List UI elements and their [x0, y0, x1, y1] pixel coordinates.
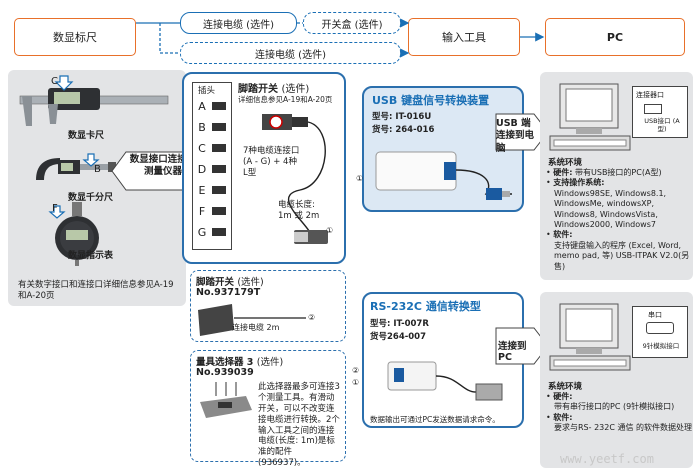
caliper-image [19, 75, 169, 126]
usb-env-item: • 软件:支持键盘输入的程序 (Excel, Word, memo pad, 等… [546, 230, 692, 272]
pc-box: PC [545, 18, 685, 56]
usb-env-head-1: 支持操作系统: [553, 178, 605, 188]
usb-env-body-1: Windows98SE, Windows8.1, WindowsMe, wind… [554, 188, 667, 229]
rs232-pc-image [549, 303, 631, 371]
plug-d-label: D [197, 163, 207, 176]
rs232-title: RS-232C 通信转换型 [370, 300, 481, 313]
rs232-env-head-0: 硬件: [553, 392, 573, 401]
rs232-bottom-text: 数据输出可通过PC发送数据请求命令。 [370, 415, 500, 424]
indicator-label: 数显指示表 [68, 251, 114, 261]
foot-switch2-title: 脚踏开关 (选件) [196, 274, 264, 288]
foot-switch-title-text: 脚踏开关 [238, 84, 278, 95]
rs232-port-label-2: 9针模拟接口 [642, 342, 680, 350]
rs232-env-list: • 硬件:带有串行接口的PC (9针模拟接口) • 软件:要求与RS- 232C… [546, 392, 692, 434]
foot-switch2-number: No.937179T [196, 287, 261, 298]
plug-f-label: F [198, 205, 206, 218]
plug-e-label: E [198, 184, 206, 197]
usb-env-item: • 硬件: 带有USB接口的PC(A型) [546, 168, 662, 177]
rs232-port-shape [646, 322, 674, 334]
selector-title-text: 量具选择器 3 [196, 357, 254, 368]
foot-switch-subtitle: 详细信息参见A-19和A-20页 [238, 95, 333, 104]
selector-image [200, 382, 252, 418]
foot-switch2-cable: 连接电缆 2m [232, 323, 280, 332]
usb-env-head-2: 软件: [553, 230, 573, 240]
usb-port-shape [644, 104, 662, 114]
rs232-env-item: • 硬件:带有串行接口的PC (9针模拟接口) [546, 392, 675, 412]
rs232-marker-1: ① [352, 378, 360, 387]
foot-switch2-marker-2: ② [308, 313, 316, 322]
usb-title: USB 键盘信号转换装置 [372, 94, 490, 107]
foot-switch2-image [198, 304, 306, 336]
foot-switch2-panel [190, 270, 346, 342]
rs232-model: 型号: IT-007R [370, 319, 429, 329]
selector-number: No.939039 [196, 367, 254, 378]
switch-box-pill: 开关盒 (选件) [303, 12, 401, 34]
usb-port-box [632, 86, 688, 138]
connector-note: 有关数字接口和连接口详细信息参见A-19和A-20页 [18, 280, 174, 301]
rs232-env-body-1: 要求与RS- 232C 通信 的软件数据处理 [554, 423, 693, 433]
cable-optional-label-1: 连接电缆 (选件) [203, 19, 274, 31]
usb-env-title: 系统环境 [548, 158, 583, 168]
pc-label: PC [606, 30, 624, 44]
usb-port-label-1: 连接器口 [636, 91, 664, 99]
plug-images [212, 102, 226, 236]
rs232-env-head-1: 软件: [553, 412, 573, 422]
micrometer-label: 数显千分尺 [68, 193, 114, 203]
plug-a-label: A [198, 100, 206, 113]
display-ruler-label: 数显标尺 [53, 31, 97, 44]
usb-part: 货号: 264-016 [372, 125, 435, 135]
usb-port-label-2: USB接口 (A型) [644, 117, 680, 133]
plug-b-label: B [198, 121, 206, 134]
input-tool-label: 输入工具 [442, 31, 486, 44]
marker-b: B [94, 164, 101, 175]
usb-callout-text: USB 端连接到电脑 [496, 118, 535, 154]
foot-switch-types: 7种电缆连接口 (A - G) + 4种L型 [243, 146, 300, 178]
usb-env-list: • 硬件: 带有USB接口的PC(A型) • 支持操作系统:Windows98S… [546, 168, 692, 272]
rs232-callout-text: 连接到 PC [498, 341, 527, 363]
rs232-device-image [387, 361, 503, 401]
rs232-marker-2: ② [352, 366, 360, 375]
top-connectors [136, 18, 545, 58]
foot-switch2-title-suffix: (选件) [237, 277, 264, 288]
micrometer-image [36, 153, 116, 180]
rs232-env-title: 系统环境 [548, 382, 583, 392]
watermark: www.yeetf.com [560, 452, 654, 466]
selector-desc: 此选择器最多可连接3个测量工具。有滑动开关，可以不改变连接电缆进行转换。2个输入… [258, 382, 340, 469]
selector-title: 量具选择器 3 (选件) [196, 354, 283, 368]
cable-optional-label-2: 连接电缆 (选件) [255, 49, 326, 61]
usb-env-body-2: 支持键盘输入的程序 (Excel, Word, memo pad, 等) USB… [554, 240, 690, 271]
marker-f: F [52, 203, 58, 214]
plug-g-label: G [197, 226, 207, 239]
rs232-part: 货号264-007 [370, 332, 427, 342]
usb-env-item: • 支持操作系统:Windows98SE, Windows8.1, Window… [546, 178, 692, 230]
usb-env-body-0: 带有USB接口的PC(A型) [575, 168, 662, 177]
usb-env-head-0: 硬件: [553, 168, 573, 177]
indicator-image [48, 202, 99, 266]
usb-model: 型号: IT-016U [372, 112, 432, 122]
usb-device-image [375, 151, 512, 200]
foot-switch-title-suffix: (选件) [281, 84, 310, 95]
caliper-label: 数显卡尺 [68, 131, 105, 141]
rs232-env-body-0: 带有串行接口的PC (9针模拟接口) [554, 402, 675, 412]
rs232-port-label-1: 串口 [648, 311, 662, 319]
switch-box-label: 开关盒 (选件) [321, 19, 383, 31]
foot-switch-marker-1: ① [326, 226, 334, 235]
display-ruler-box: 数显标尺 [14, 18, 136, 56]
measure-callout-text: 数显接口连接到测量仪器 [129, 154, 197, 178]
plug-header: 插头 [198, 86, 216, 96]
plug-c-label: C [198, 142, 206, 155]
marker-c: C [51, 76, 58, 87]
usb-marker-1: ① [356, 174, 364, 183]
foot-switch-length: 电缆长度: 1m 或 2m [278, 200, 320, 221]
cable-optional-pill-1: 连接电缆 (选件) [180, 12, 297, 34]
rs232-env-item: • 软件:要求与RS- 232C 通信 的软件数据处理 [546, 412, 693, 433]
input-tool-box: 输入工具 [408, 18, 520, 56]
selector-title-suffix: (选件) [256, 357, 284, 368]
usb-pc-image [549, 83, 631, 151]
foot-switch2-title-text: 脚踏开关 [196, 277, 235, 288]
rs232-port-box [632, 306, 688, 358]
foot-switch-cable-image [262, 114, 328, 244]
foot-switch-title: 脚踏开关 (选件) [238, 80, 309, 95]
